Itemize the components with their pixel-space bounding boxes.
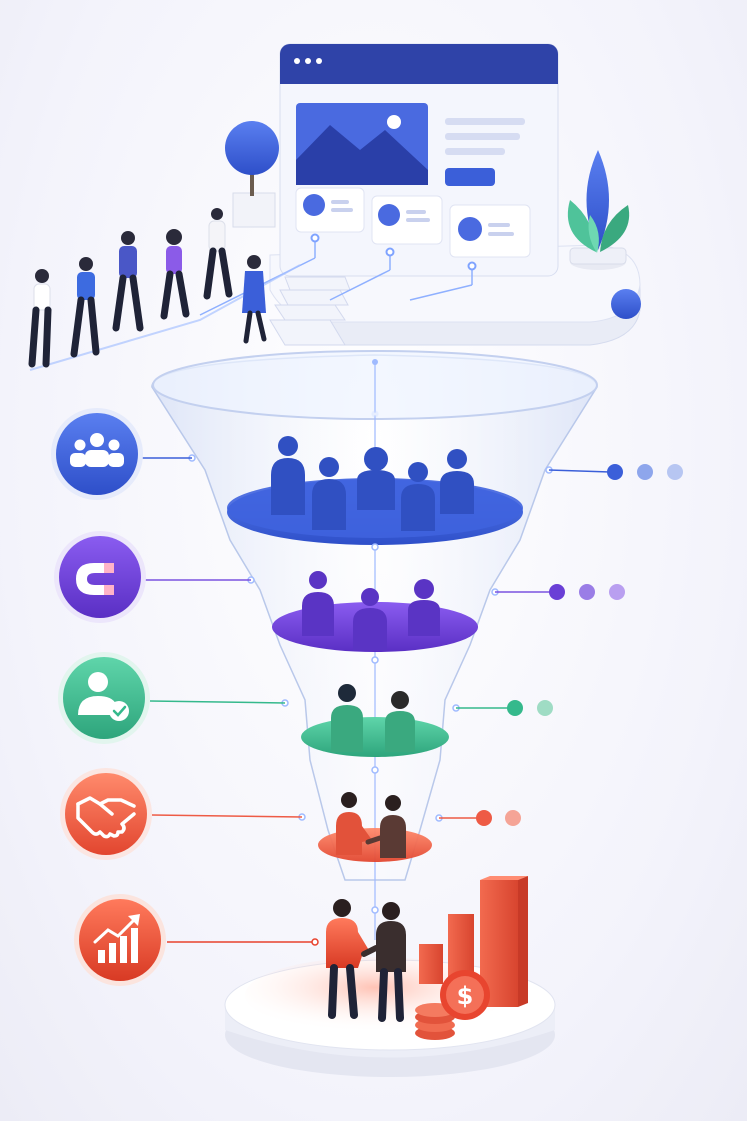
coin-icon: $ <box>415 970 490 1040</box>
stage-4-dots <box>476 810 521 826</box>
window-controls <box>294 58 322 64</box>
funnel-nodes <box>188 454 553 914</box>
plant-decoration <box>567 150 630 270</box>
stage-person <box>365 795 406 858</box>
stage-4-badge <box>60 768 152 860</box>
queue-person <box>160 229 190 320</box>
stage-person <box>385 691 415 752</box>
final-person <box>326 899 370 1019</box>
hero-image-icon <box>296 103 428 185</box>
stage-1-people <box>271 436 474 531</box>
stage-person <box>401 462 435 531</box>
stage-person <box>336 792 372 855</box>
handshake-icon <box>76 796 136 839</box>
stage-person <box>302 571 334 636</box>
queue-person <box>70 257 100 358</box>
stage-3-disc <box>301 717 449 757</box>
stage-person <box>312 457 346 530</box>
magnet-icon <box>76 563 114 595</box>
stage-person <box>271 436 305 515</box>
stage-3-dots <box>507 700 553 716</box>
feature-cards <box>295 187 531 258</box>
user-check-icon <box>78 672 129 721</box>
stage-1-badge <box>51 408 143 500</box>
queue-person <box>203 208 233 300</box>
stage-person <box>357 447 395 510</box>
final-people <box>326 899 406 1022</box>
stage-5-badge <box>74 894 166 986</box>
cta-button <box>445 168 495 186</box>
queue-person <box>28 269 52 368</box>
queue-path <box>29 264 301 371</box>
stage-1-dots <box>607 464 683 480</box>
hero-text <box>445 118 525 155</box>
growth-bars <box>419 876 528 1007</box>
stage-person <box>440 449 474 514</box>
queue-person <box>112 231 144 332</box>
queue-person <box>242 255 267 344</box>
stage-person <box>408 579 440 636</box>
stage-3-people <box>331 684 415 752</box>
stage-4-people <box>336 792 406 858</box>
svg-text:$: $ <box>457 982 474 1010</box>
badge-connectors <box>142 457 611 943</box>
stage-2-badge <box>54 531 146 623</box>
stage-3-badge <box>58 652 150 744</box>
website-window <box>199 43 559 316</box>
stage-4-disc <box>318 828 432 862</box>
tree-decoration <box>225 121 279 228</box>
stage-2-people <box>302 571 440 650</box>
queue-people <box>28 208 267 368</box>
stage-person <box>331 684 363 752</box>
sphere-decoration <box>611 289 641 319</box>
final-person <box>361 902 406 1022</box>
team-icon <box>70 433 124 467</box>
stairs <box>269 276 351 346</box>
growth-chart-icon <box>93 914 140 963</box>
stage-2-dots <box>549 584 625 600</box>
stage-person <box>353 588 387 650</box>
